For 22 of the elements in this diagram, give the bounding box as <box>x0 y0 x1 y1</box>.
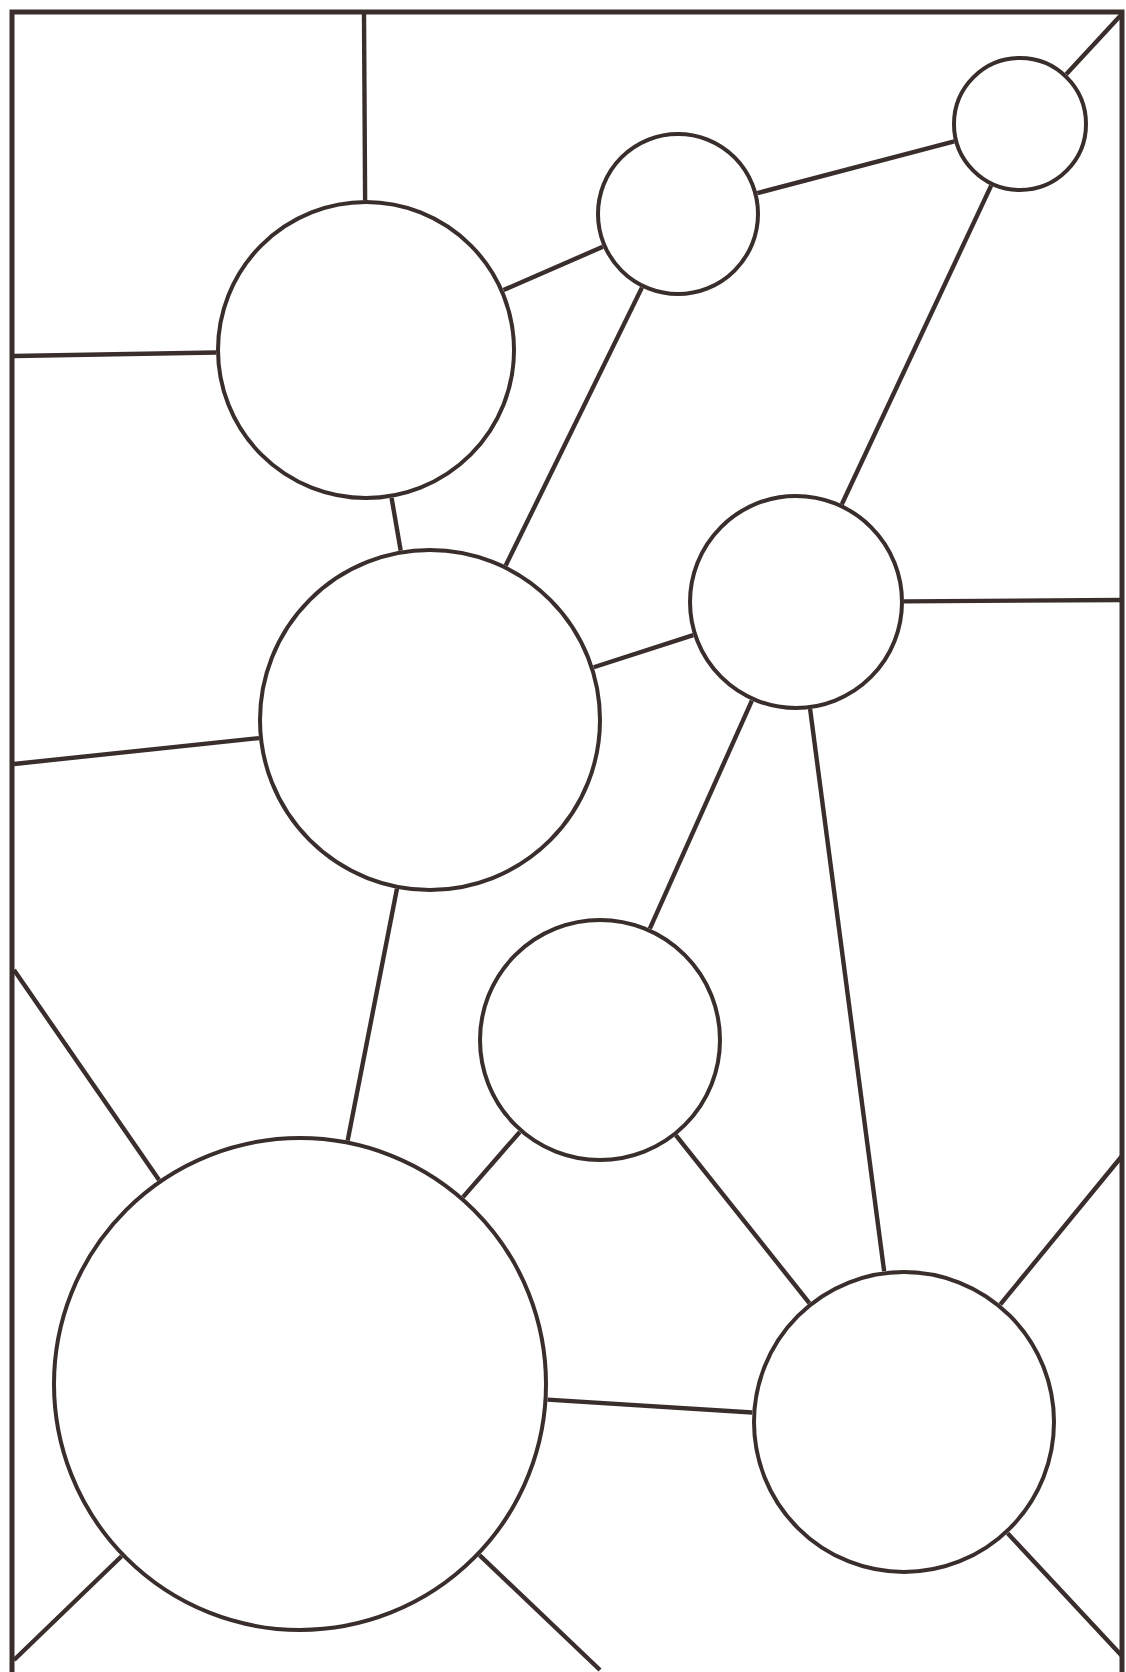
connector-line <box>998 1154 1124 1306</box>
connector-line <box>361 14 368 200</box>
connector-line <box>389 497 403 551</box>
connector-line <box>1006 1531 1124 1658</box>
connector-line <box>503 286 644 567</box>
connector-line <box>674 1134 812 1305</box>
connector-line <box>13 350 217 359</box>
connector-line <box>12 1554 124 1662</box>
connector-line <box>13 735 260 767</box>
connector-line <box>12 968 161 1182</box>
connector-line <box>1064 12 1124 76</box>
connector-line <box>461 1130 522 1199</box>
connector-line <box>502 244 604 293</box>
connector-line <box>547 1397 753 1415</box>
connector-line <box>593 633 694 670</box>
connector-line <box>647 699 754 930</box>
connector-line <box>904 597 1122 604</box>
connector-line <box>345 888 400 1142</box>
connector-line <box>477 1553 602 1672</box>
connector-line <box>756 139 955 196</box>
connector-line <box>807 708 887 1272</box>
connector-line <box>839 184 994 506</box>
